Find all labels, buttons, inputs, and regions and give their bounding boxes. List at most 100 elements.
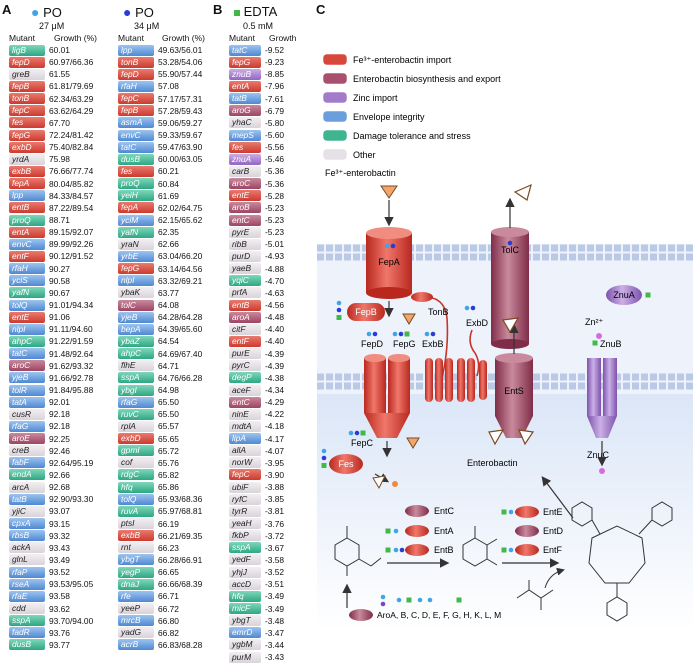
table-row: entF-4.40 <box>229 335 315 347</box>
table-row: purM-3.43 <box>229 651 315 663</box>
legend-label-env: Envelope integrity <box>353 112 425 122</box>
mutant-gene: lpp <box>9 190 45 202</box>
mutant-gene: yciS <box>9 275 45 287</box>
mutant-gene: ybgT <box>229 615 261 627</box>
growth-value: 64.39/65.60 <box>158 324 203 335</box>
mutant-gene: greB <box>9 68 45 80</box>
mutant-gene: yhaC <box>229 117 261 129</box>
growth-value: 59.47/63.90 <box>158 142 203 153</box>
mutant-gene: ybgI <box>118 384 154 396</box>
mutant-gene: ubiF <box>229 481 261 493</box>
growth-value: 84.33/84.57 <box>49 190 94 201</box>
mutant-gene: proQ <box>118 178 154 190</box>
mutant-gene: yrdA <box>9 153 45 165</box>
growth-value: 66.21/69.35 <box>158 530 203 541</box>
growth-value: -4.88 <box>265 263 285 274</box>
growth-value: -4.48 <box>265 312 285 323</box>
light-blue-dot-icon <box>348 430 354 436</box>
legend-label-fe: Fe³⁺-enterobactin import <box>353 55 452 65</box>
table-row: znuA-5.46 <box>229 153 315 165</box>
growth-value: -5.23 <box>265 215 285 226</box>
legend-label-oth: Other <box>353 150 376 160</box>
po-34-title: ● PO <box>118 4 226 20</box>
growth-value: 67.70 <box>49 117 70 128</box>
growth-value: 87.22/89.54 <box>49 202 94 213</box>
mutant-gene: yjiC <box>9 505 45 517</box>
table-row: aroA-4.48 <box>229 311 315 323</box>
green-square-icon <box>404 331 410 337</box>
po-34-concentration: 34 μM <box>134 21 160 31</box>
mutant-gene: ryfC <box>229 493 261 505</box>
mutant-gene: entB <box>9 202 45 214</box>
growth-value: -4.40 <box>265 324 285 335</box>
growth-value: 91.01/94.34 <box>49 300 94 311</box>
table-row: citF-4.40 <box>229 323 315 335</box>
growth-value: 65.50 <box>158 397 179 408</box>
table-row: yhjJ-3.52 <box>229 566 315 578</box>
table-row: accD-3.51 <box>229 578 315 590</box>
growth-value: -5.23 <box>265 227 285 238</box>
mutant-gene: rdgC <box>118 469 154 481</box>
green-square-icon <box>645 292 651 298</box>
green-square-icon <box>501 547 507 553</box>
dhb-structure <box>462 526 498 567</box>
mutant-gene: aroC <box>229 178 261 190</box>
mutant-gene: hfq <box>118 481 154 493</box>
growth-value: -5.80 <box>265 117 285 128</box>
edta-title: EDTA <box>229 4 315 20</box>
mutant-gene: glnL <box>9 554 45 566</box>
growth-value: 57.17/57.31 <box>158 93 203 104</box>
growth-value: 88.71 <box>49 215 70 226</box>
mutant-gene: rfaG <box>118 396 154 408</box>
mutant-gene: tatC <box>9 348 45 360</box>
znuc-label: ZnuC <box>587 450 610 460</box>
mutant-gene: entB <box>229 299 261 311</box>
table-row: rfaG 65.50 <box>118 396 226 408</box>
mutant-gene: fes <box>229 141 261 153</box>
mutant-gene: ninE <box>229 408 261 420</box>
growth-value: 91.66/92.78 <box>49 372 94 383</box>
green-square-icon <box>321 463 327 468</box>
mutant-gene: exbB <box>9 165 45 177</box>
growth-value: 92.01 <box>49 397 70 408</box>
table-row: allA-4.07 <box>229 445 315 457</box>
table-row: tatC-9.52 <box>229 44 315 56</box>
fepd-label: FepD <box>361 339 384 349</box>
growth-value: 63.77 <box>158 287 179 298</box>
table-row: aroC-5.36 <box>229 178 315 190</box>
green-square-icon <box>336 315 342 320</box>
mutant-gene: creB <box>9 445 45 457</box>
fe-enterobactin-triangle-icon <box>402 313 416 325</box>
growth-value: 60.21 <box>158 166 179 177</box>
growth-header: Growth (%) <box>54 33 97 43</box>
growth-value: 62.34/63.29 <box>49 93 94 104</box>
mutant-gene: yjeB <box>118 311 154 323</box>
growth-value: -3.44 <box>265 639 285 650</box>
mutant-gene: cusR <box>9 408 45 420</box>
light-blue-dot-icon <box>366 331 372 337</box>
mutant-gene: yeiH <box>118 190 154 202</box>
mutant-gene: rfaE <box>9 590 45 602</box>
mutant-gene: allA <box>229 445 261 457</box>
table-row: znuB-8.85 <box>229 68 315 80</box>
